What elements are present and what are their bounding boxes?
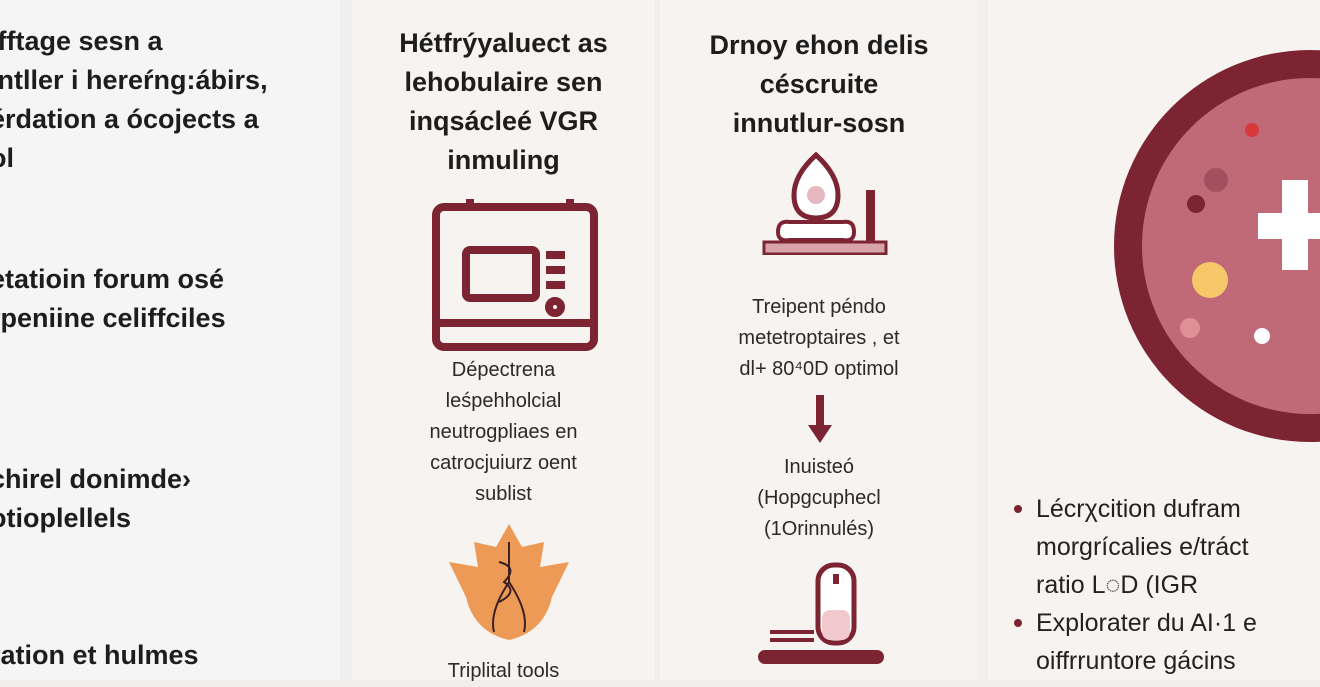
line: Treipent péndo [752,296,886,318]
column-2-description: Dépectrena leśpehholcial neutrogpliaes e… [352,355,655,510]
line: neutrogpliaes en [429,421,578,443]
line: lehobulaire sen [404,67,603,97]
microscope-icon [762,151,888,255]
line: leśpehholcial [445,390,562,412]
line: dl+ 80⁴0D optimol [739,358,899,380]
line: sublist [475,483,532,505]
bullet-list: Lécrχcition dufram morgrícalies e/tráct ra… [1014,490,1257,680]
left-text-column: ifftage sesn a intller i hereŕng:ábirs, … [0,0,340,680]
line: Drnoy ehon delis [709,30,929,60]
text-block-1: ifftage sesn a intller i hereŕng:ábirs, … [0,22,268,178]
line: etatioin forum osé [0,264,225,294]
text-block-4: ration et hulmes [0,636,199,675]
bullet-item: Lécrχcition dufram morgrícalies e/tráct ra… [1014,490,1257,604]
line: morgrícalies e/tráct [1036,533,1249,561]
arrow-down-icon [808,395,832,443]
line: otioplellels [0,503,132,533]
line: Inuisteó [783,456,855,478]
line: oiffrruntore gácins [1036,647,1236,675]
line: érdation a ócojects a [0,104,259,134]
text-block-3: chirel donimde› otioplellels [0,460,191,538]
column-2-title: Hétfrýyaluect as lehobulaire sen inqsácl… [352,24,655,180]
line: chirel donimde› [0,464,192,494]
column-3-result: Inuisteó (Hopgcuphecl (1Orinnulés) [660,452,978,545]
column-2: Hétfrýyaluect as lehobulaire sen inqsácl… [352,0,655,682]
line: intller i hereŕng:ábirs, [0,65,268,95]
line: ifftage sesn a [0,26,163,56]
computer-icon [758,562,884,664]
line: céscruite [759,69,879,99]
line: Dépectrena [451,359,556,381]
line: catrocjuiurz oent [430,452,577,474]
column-2-caption: Triplital tools [447,660,560,682]
line: Lécrχcition dufram [1036,495,1241,523]
line: inqsácleé VGR [408,106,599,136]
text-block-2: etatioin forum osé rpeniine celiffciles [0,260,226,338]
line: rpeniine celiffciles [0,303,226,333]
line: ratio L◌D (IGR [1036,571,1199,599]
bullet-item: Explorater du AI·1 e oiffrruntore gácins [1014,604,1257,680]
column-4: Lécrχcition dufram morgrícalies e/tráct ra… [988,0,1320,680]
column-3-title: Drnoy ehon delis céscruite innutlur-sosn [660,26,978,143]
line: innutlur-sosn [732,108,906,138]
line: inmuling [447,145,560,175]
cell-circle-icon [1114,50,1320,442]
column-3-description: Treipent péndo metetroptaires , et dl+ 8… [660,292,978,385]
device-icon [432,199,598,351]
line: ration et hulmes [0,640,199,670]
line: Hétfrýyaluect as [399,28,608,58]
flame-icon [449,524,569,640]
line: (Hopgcuphecl [757,487,881,509]
line: Explorater du AI·1 e [1036,609,1257,637]
column-3: Drnoy ehon delis céscruite innutlur-sosn… [660,0,978,680]
line: metetroptaires , et [738,327,900,349]
line: (1Orinnulés) [763,518,875,540]
line: ol [0,143,14,173]
